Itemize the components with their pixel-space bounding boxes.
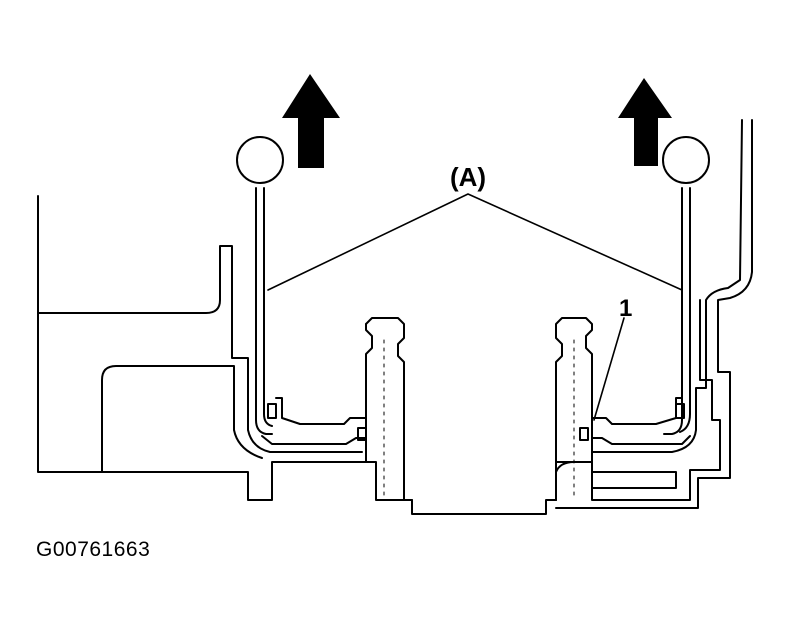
left-seal-block [267, 403, 277, 419]
left-housing-window [101, 365, 263, 473]
right-housing-window [591, 471, 677, 489]
callout-1-leader [593, 317, 625, 421]
left-seal-inner [275, 397, 367, 425]
right-tool-rod [663, 187, 683, 435]
right-housing-pocket [555, 461, 575, 473]
right-tool-rod-inner [679, 187, 691, 433]
left-seal-lip [261, 435, 367, 445]
right-housing [555, 299, 721, 501]
right-tool-knob [662, 136, 710, 184]
callout-1-label: 1 [619, 295, 632, 322]
right-seal-lip [591, 435, 691, 445]
left-housing [37, 195, 413, 501]
shaft-bottom [403, 499, 557, 515]
right-ring-groove [579, 427, 589, 441]
shaft-left-wall [365, 323, 373, 463]
callout-a-leader [267, 193, 683, 291]
right-seal-inner [591, 397, 683, 425]
right-seal-block [675, 403, 685, 419]
figure-code: G00761663 [36, 538, 151, 561]
left-tool-rod-inner [263, 187, 273, 427]
shaft-right-top [555, 317, 593, 501]
up-arrow-icon [618, 78, 672, 166]
left-housing-step [37, 245, 363, 453]
left-tool-knob [236, 136, 284, 184]
right-housing-inner [591, 119, 743, 453]
right-housing-outer-wall [555, 119, 753, 509]
up-arrow-icon [282, 74, 340, 168]
shaft-left-top [365, 317, 405, 501]
left-tool-rod [255, 187, 273, 435]
callout-a-label: (A) [450, 162, 486, 192]
